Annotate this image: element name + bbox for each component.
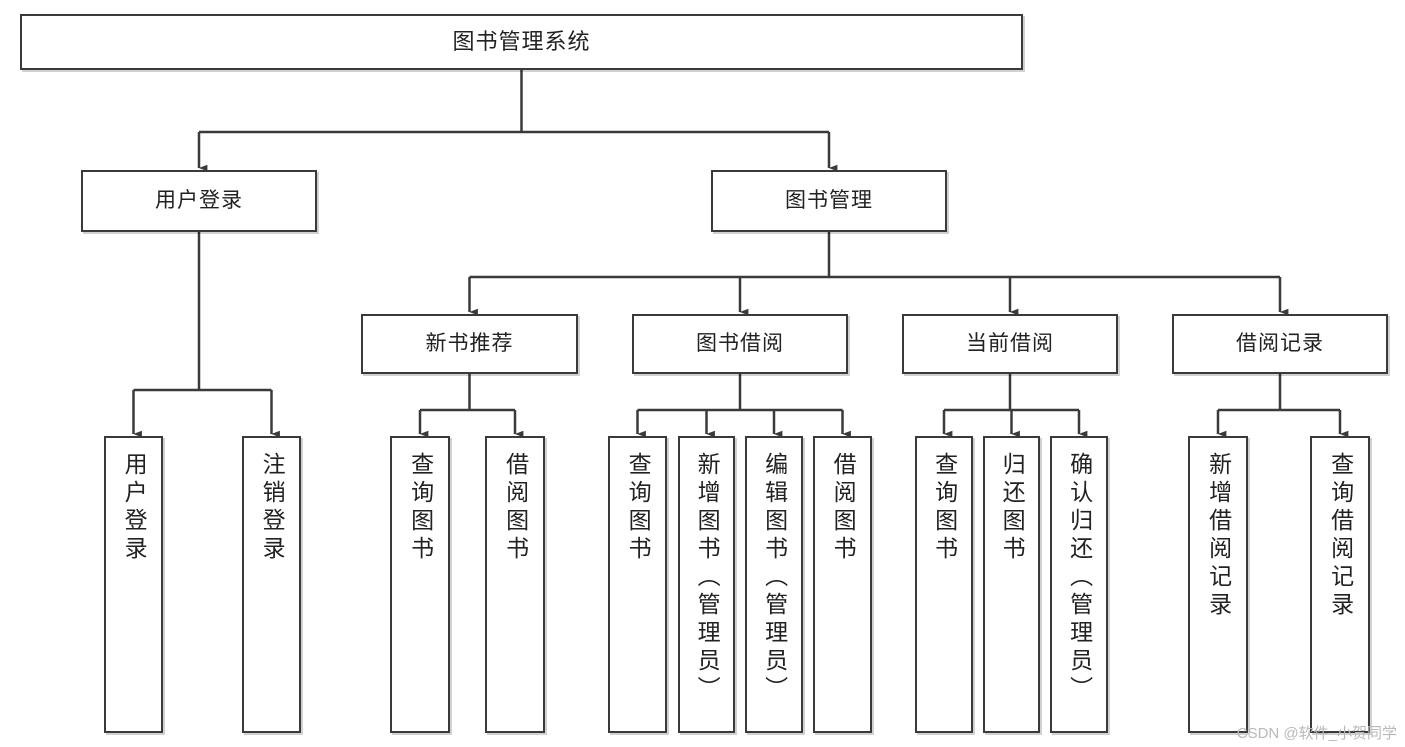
node-label: 新增图书（管理员） <box>694 452 721 704</box>
node-label: 图书借阅 <box>696 331 784 355</box>
node-label: 借阅图书 <box>830 452 857 564</box>
node-leaf-user-logout[interactable]: 注销登录 <box>242 436 301 733</box>
node-leaf-new-borrow[interactable]: 借阅图书 <box>485 436 545 733</box>
node-leaf-bor-add[interactable]: 新增图书（管理员） <box>678 436 735 733</box>
node-label: 用户登录 <box>155 188 243 212</box>
node-root[interactable]: 图书管理系统 <box>20 14 1023 70</box>
node-label: 借阅图书 <box>502 452 529 564</box>
node-leaf-bor-lend[interactable]: 借阅图书 <box>813 436 872 733</box>
node-label: 确认归还（管理员） <box>1066 452 1093 704</box>
node-leaf-cur-return[interactable]: 归还图书 <box>983 436 1040 733</box>
node-label: 新增借阅记录 <box>1205 452 1232 620</box>
node-label: 图书管理系统 <box>452 29 591 55</box>
node-label: 图书管理 <box>785 188 873 212</box>
node-leaf-cur-query[interactable]: 查询图书 <box>915 436 973 733</box>
node-leaf-rec-add[interactable]: 新增借阅记录 <box>1188 436 1248 733</box>
node-label: 查询图书 <box>625 452 652 564</box>
node-current[interactable]: 当前借阅 <box>902 314 1118 374</box>
node-label: 新书推荐 <box>425 331 514 355</box>
connector-lines <box>132 70 1349 438</box>
node-leaf-new-query[interactable]: 查询图书 <box>390 436 450 733</box>
node-label: 查询借阅记录 <box>1327 452 1354 620</box>
node-leaf-cur-confirm[interactable]: 确认归还（管理员） <box>1050 436 1108 733</box>
node-label: 查询图书 <box>407 452 434 564</box>
node-login[interactable]: 用户登录 <box>81 170 317 232</box>
node-label: 当前借阅 <box>966 331 1054 355</box>
node-bookmgmt[interactable]: 图书管理 <box>711 170 947 232</box>
node-borrow[interactable]: 图书借阅 <box>632 314 848 374</box>
node-label: 编辑图书（管理员） <box>761 452 788 704</box>
node-leaf-bor-query[interactable]: 查询图书 <box>608 436 667 733</box>
node-label: 用户登录 <box>121 452 148 564</box>
node-leaf-user-login[interactable]: 用户登录 <box>104 436 163 733</box>
node-label: 查询图书 <box>931 452 958 564</box>
node-leaf-rec-query[interactable]: 查询借阅记录 <box>1310 436 1370 733</box>
node-label: 注销登录 <box>259 452 286 564</box>
node-label: 归还图书 <box>999 452 1026 564</box>
node-newbooks[interactable]: 新书推荐 <box>361 314 578 374</box>
node-records[interactable]: 借阅记录 <box>1172 314 1388 374</box>
node-label: 借阅记录 <box>1236 331 1324 355</box>
node-leaf-bor-edit[interactable]: 编辑图书（管理员） <box>745 436 803 733</box>
